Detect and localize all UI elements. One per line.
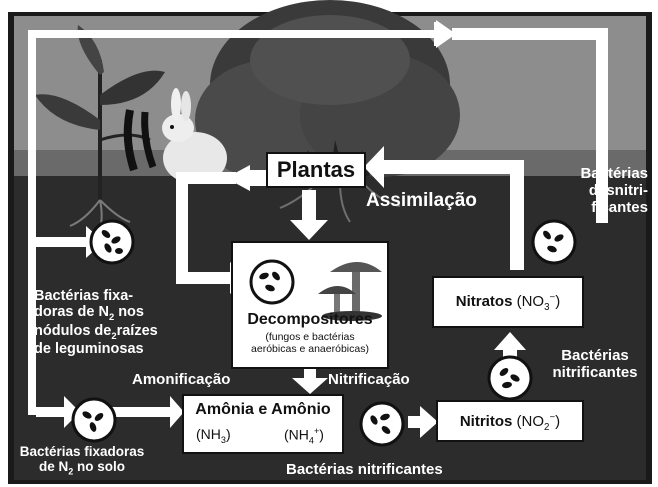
bacterias-nodulos-label: Bactérias fixa- doras de N2 nos nódulos … bbox=[34, 288, 158, 358]
top-return-line bbox=[28, 30, 434, 38]
decompositores-subtitle: (fungos e bactérias aeróbicas e anaeróbi… bbox=[251, 331, 369, 356]
arrowhead bbox=[494, 332, 526, 350]
bacterias-nitrificantes-right-label: Bactérias nitrificantes bbox=[552, 347, 638, 381]
bacteria-icon bbox=[249, 259, 295, 305]
arrowhead bbox=[64, 396, 80, 428]
plantas-box: Plantas bbox=[266, 152, 366, 188]
nitritos-box: Nitritos (NO2−) bbox=[436, 400, 584, 442]
bacterias-nitrificantes-bottom-label: Bactérias nitrificantes bbox=[286, 461, 443, 478]
rabbit-icon bbox=[162, 88, 232, 184]
bacteria-icon bbox=[531, 219, 577, 265]
assimilacao-label: Assimilação bbox=[366, 190, 477, 211]
bacteria-icon bbox=[89, 219, 135, 265]
legume-plant-icon bbox=[35, 25, 165, 241]
flow-arrows bbox=[28, 20, 608, 438]
plantas-label: Plantas bbox=[276, 157, 356, 182]
amonia-box: Amônia e Amônio (NH3) (NH4+) bbox=[182, 394, 344, 454]
mushroom-icon bbox=[318, 262, 382, 321]
amonificacao-label: Amonificação bbox=[132, 371, 231, 388]
nitritos-label: Nitritos (NO2−) bbox=[459, 412, 561, 433]
nitrificacao-label: Nitrificação bbox=[328, 371, 410, 388]
bacteria-icon bbox=[71, 397, 117, 443]
arrowhead bbox=[226, 165, 250, 191]
nitratos-label: Nitratos (NO3−) bbox=[455, 292, 561, 313]
bacterias-solo-label: Bactérias fixadoras de N2 no solo bbox=[19, 444, 145, 477]
bacteria-icon bbox=[487, 355, 533, 401]
amonia-title: Amônia e Amônio bbox=[195, 401, 331, 418]
arrowhead bbox=[364, 146, 384, 188]
arrowhead bbox=[170, 396, 184, 428]
decompositores-label: Decompositores bbox=[247, 311, 373, 328]
nh3-formula: (NH3) bbox=[196, 426, 231, 445]
arrowhead bbox=[420, 406, 438, 438]
bacteria-icon bbox=[359, 401, 405, 447]
arrowhead bbox=[290, 220, 328, 240]
bacterias-desnitrificantes-label: Bactérias desnitri- ficantes bbox=[580, 165, 648, 216]
arrowhead bbox=[292, 378, 328, 394]
nh4-formula: (NH4+) bbox=[284, 426, 324, 446]
nitratos-box: Nitratos (NO3−) bbox=[432, 276, 584, 328]
